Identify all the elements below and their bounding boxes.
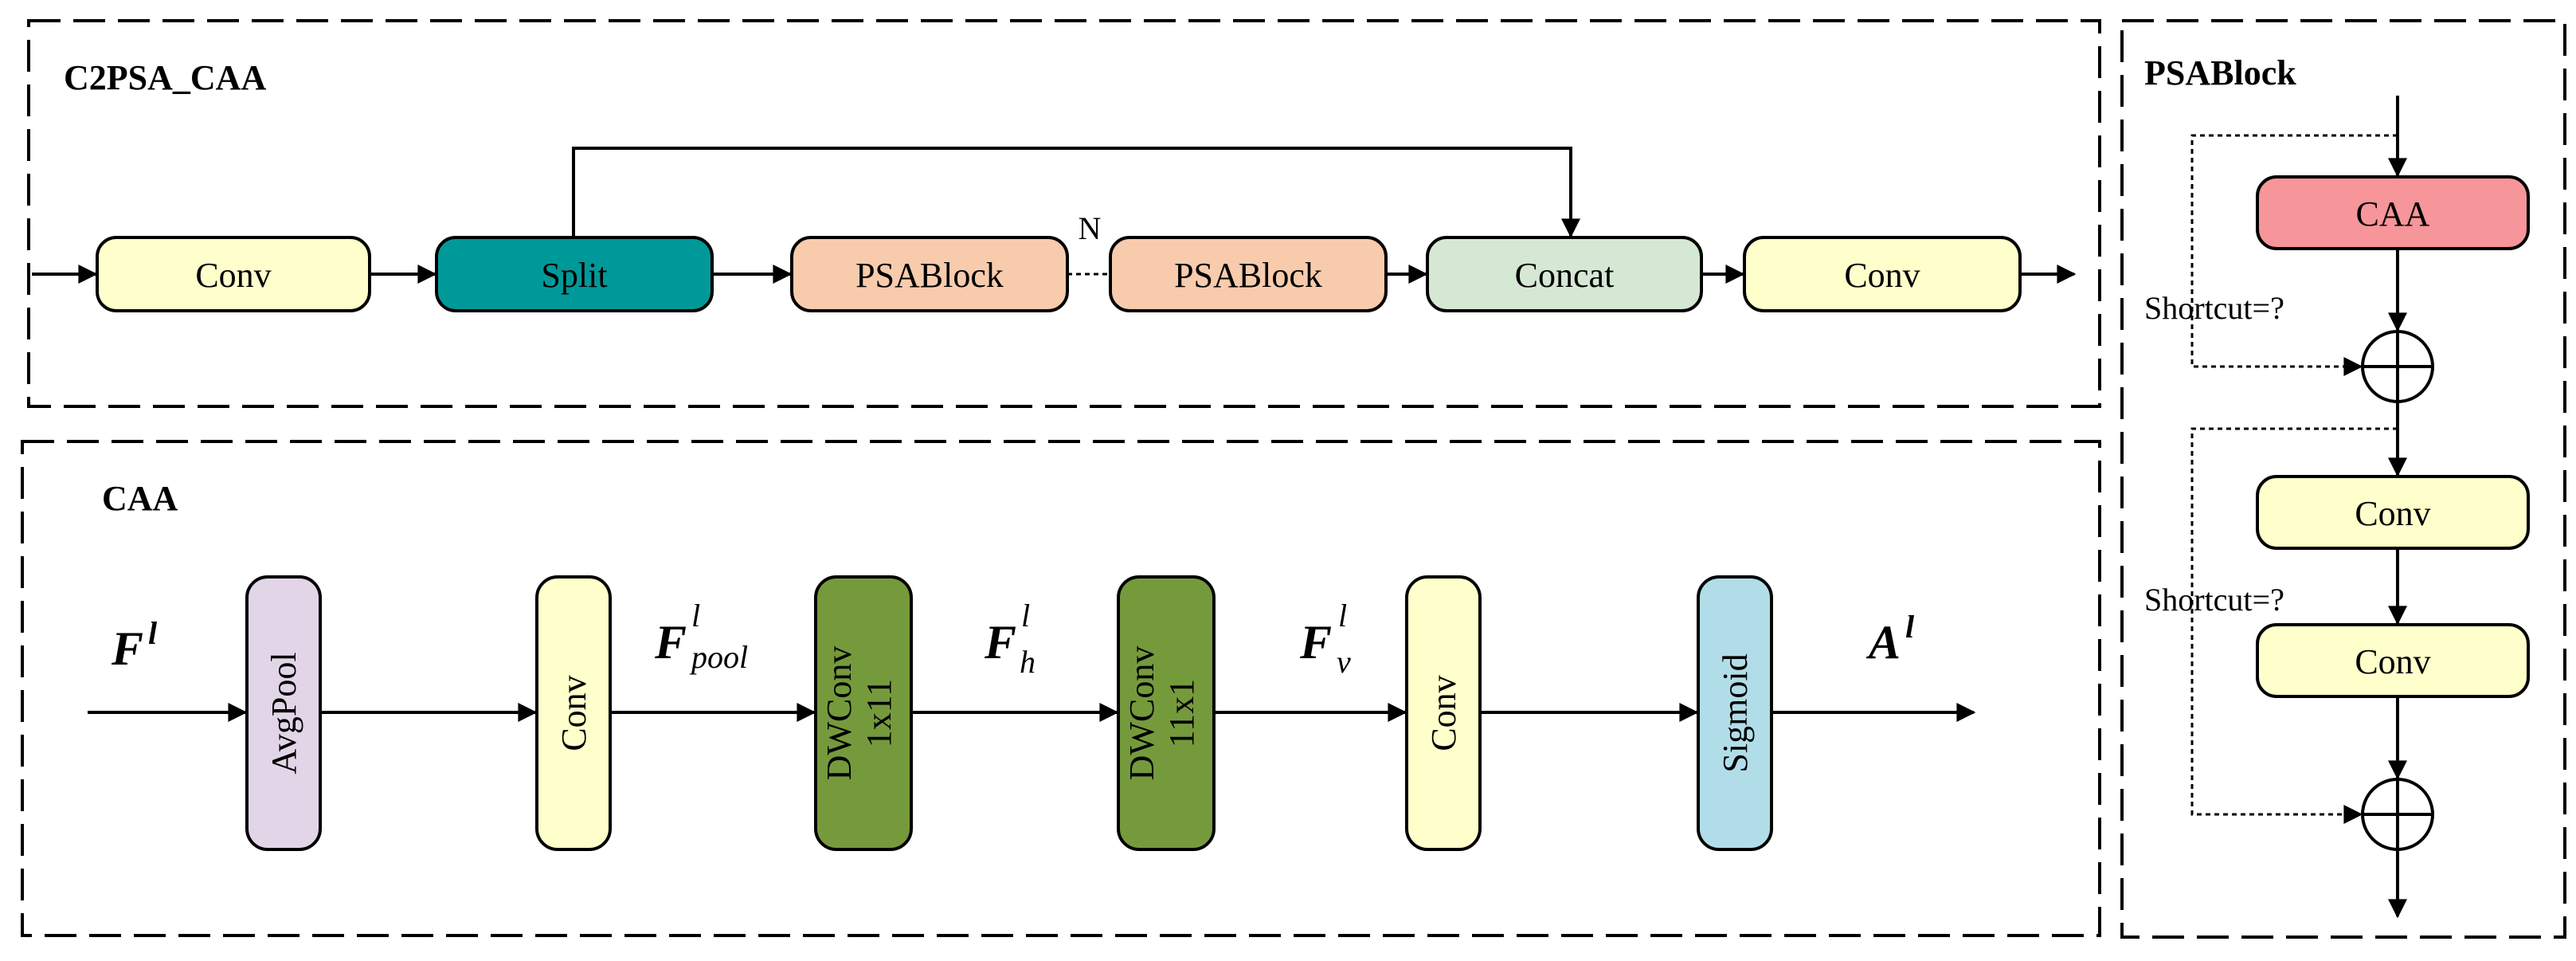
split-to-concat-skip bbox=[572, 147, 1580, 238]
feature-a-out-base: A bbox=[1865, 616, 1901, 669]
add-node-2 bbox=[2361, 778, 2434, 851]
feature-f-h-base: F bbox=[984, 616, 1016, 669]
caa-conv-1-label: Conv bbox=[554, 675, 593, 751]
concat-label: Concat bbox=[1515, 256, 1615, 295]
c2psa-conv-in-label: Conv bbox=[195, 256, 271, 295]
repeat-count-label: N bbox=[1079, 210, 1102, 246]
split-label: Split bbox=[541, 256, 607, 295]
svg-text:Fl: Fl bbox=[111, 615, 158, 675]
psa-conv-1-label: Conv bbox=[2355, 494, 2430, 533]
dwconv-11x1-label-line1: DWConv bbox=[1122, 646, 1161, 781]
feature-f-v-sup: l bbox=[1338, 598, 1347, 633]
feature-f-h: F l h bbox=[984, 598, 1035, 680]
c2psa-conv-out-label: Conv bbox=[1844, 256, 1920, 295]
feature-f-pool-base: F bbox=[654, 616, 687, 669]
c2psa-panel-frame bbox=[27, 19, 2101, 408]
psablock-panel-title: PSABlock bbox=[2144, 53, 2296, 92]
feature-f-pool: F l pool bbox=[654, 598, 748, 675]
feature-f-in-sup: l bbox=[148, 615, 158, 651]
dwconv-11x1-label-line2: 11x1 bbox=[1162, 679, 1201, 747]
dwconv-1x11-label-line1: DWConv bbox=[820, 646, 859, 781]
feature-f-h-sub: h bbox=[1020, 644, 1035, 680]
feature-f-pool-sub: pool bbox=[689, 639, 748, 675]
psablock-panel-frame bbox=[2120, 19, 2566, 939]
psablock-1-label: PSABlock bbox=[855, 256, 1004, 295]
dwconv-1x11-label-line2: 1x11 bbox=[859, 679, 898, 747]
psa-conv-2-label: Conv bbox=[2355, 642, 2430, 681]
add-node-1 bbox=[2361, 330, 2434, 403]
shortcut-2-label: Shortcut=? bbox=[2144, 582, 2284, 618]
shortcut-1-path bbox=[2190, 134, 2398, 376]
feature-f-pool-sup: l bbox=[691, 598, 700, 633]
feature-a-out-sup: l bbox=[1905, 609, 1915, 645]
psa-caa-label: CAA bbox=[2356, 194, 2430, 233]
feature-f-h-sup: l bbox=[1021, 598, 1030, 633]
feature-f-v: F l v bbox=[1299, 598, 1351, 680]
feature-f-v-sub: v bbox=[1337, 644, 1351, 680]
c2psa-panel-title: C2PSA_CAA bbox=[64, 58, 266, 97]
shortcut-1-label: Shortcut=? bbox=[2144, 290, 2284, 326]
feature-f-v-base: F bbox=[1299, 616, 1332, 669]
feature-f-in-base: F bbox=[111, 622, 143, 675]
psa-caa-block bbox=[2256, 175, 2530, 250]
shortcut-2-path bbox=[2190, 427, 2398, 824]
psa-conv-2-block bbox=[2256, 623, 2530, 698]
caa-conv-2-label: Conv bbox=[1424, 675, 1463, 751]
caa-panel-title: CAA bbox=[102, 479, 178, 518]
psa-conv-1-block bbox=[2256, 475, 2530, 550]
caa-panel-frame bbox=[21, 440, 2101, 937]
sigmoid-label: Sigmoid bbox=[1716, 653, 1755, 772]
avgpool-label: AvgPool bbox=[264, 652, 303, 774]
psablock-2-label: PSABlock bbox=[1174, 256, 1322, 295]
svg-text:Al: Al bbox=[1865, 609, 1915, 669]
